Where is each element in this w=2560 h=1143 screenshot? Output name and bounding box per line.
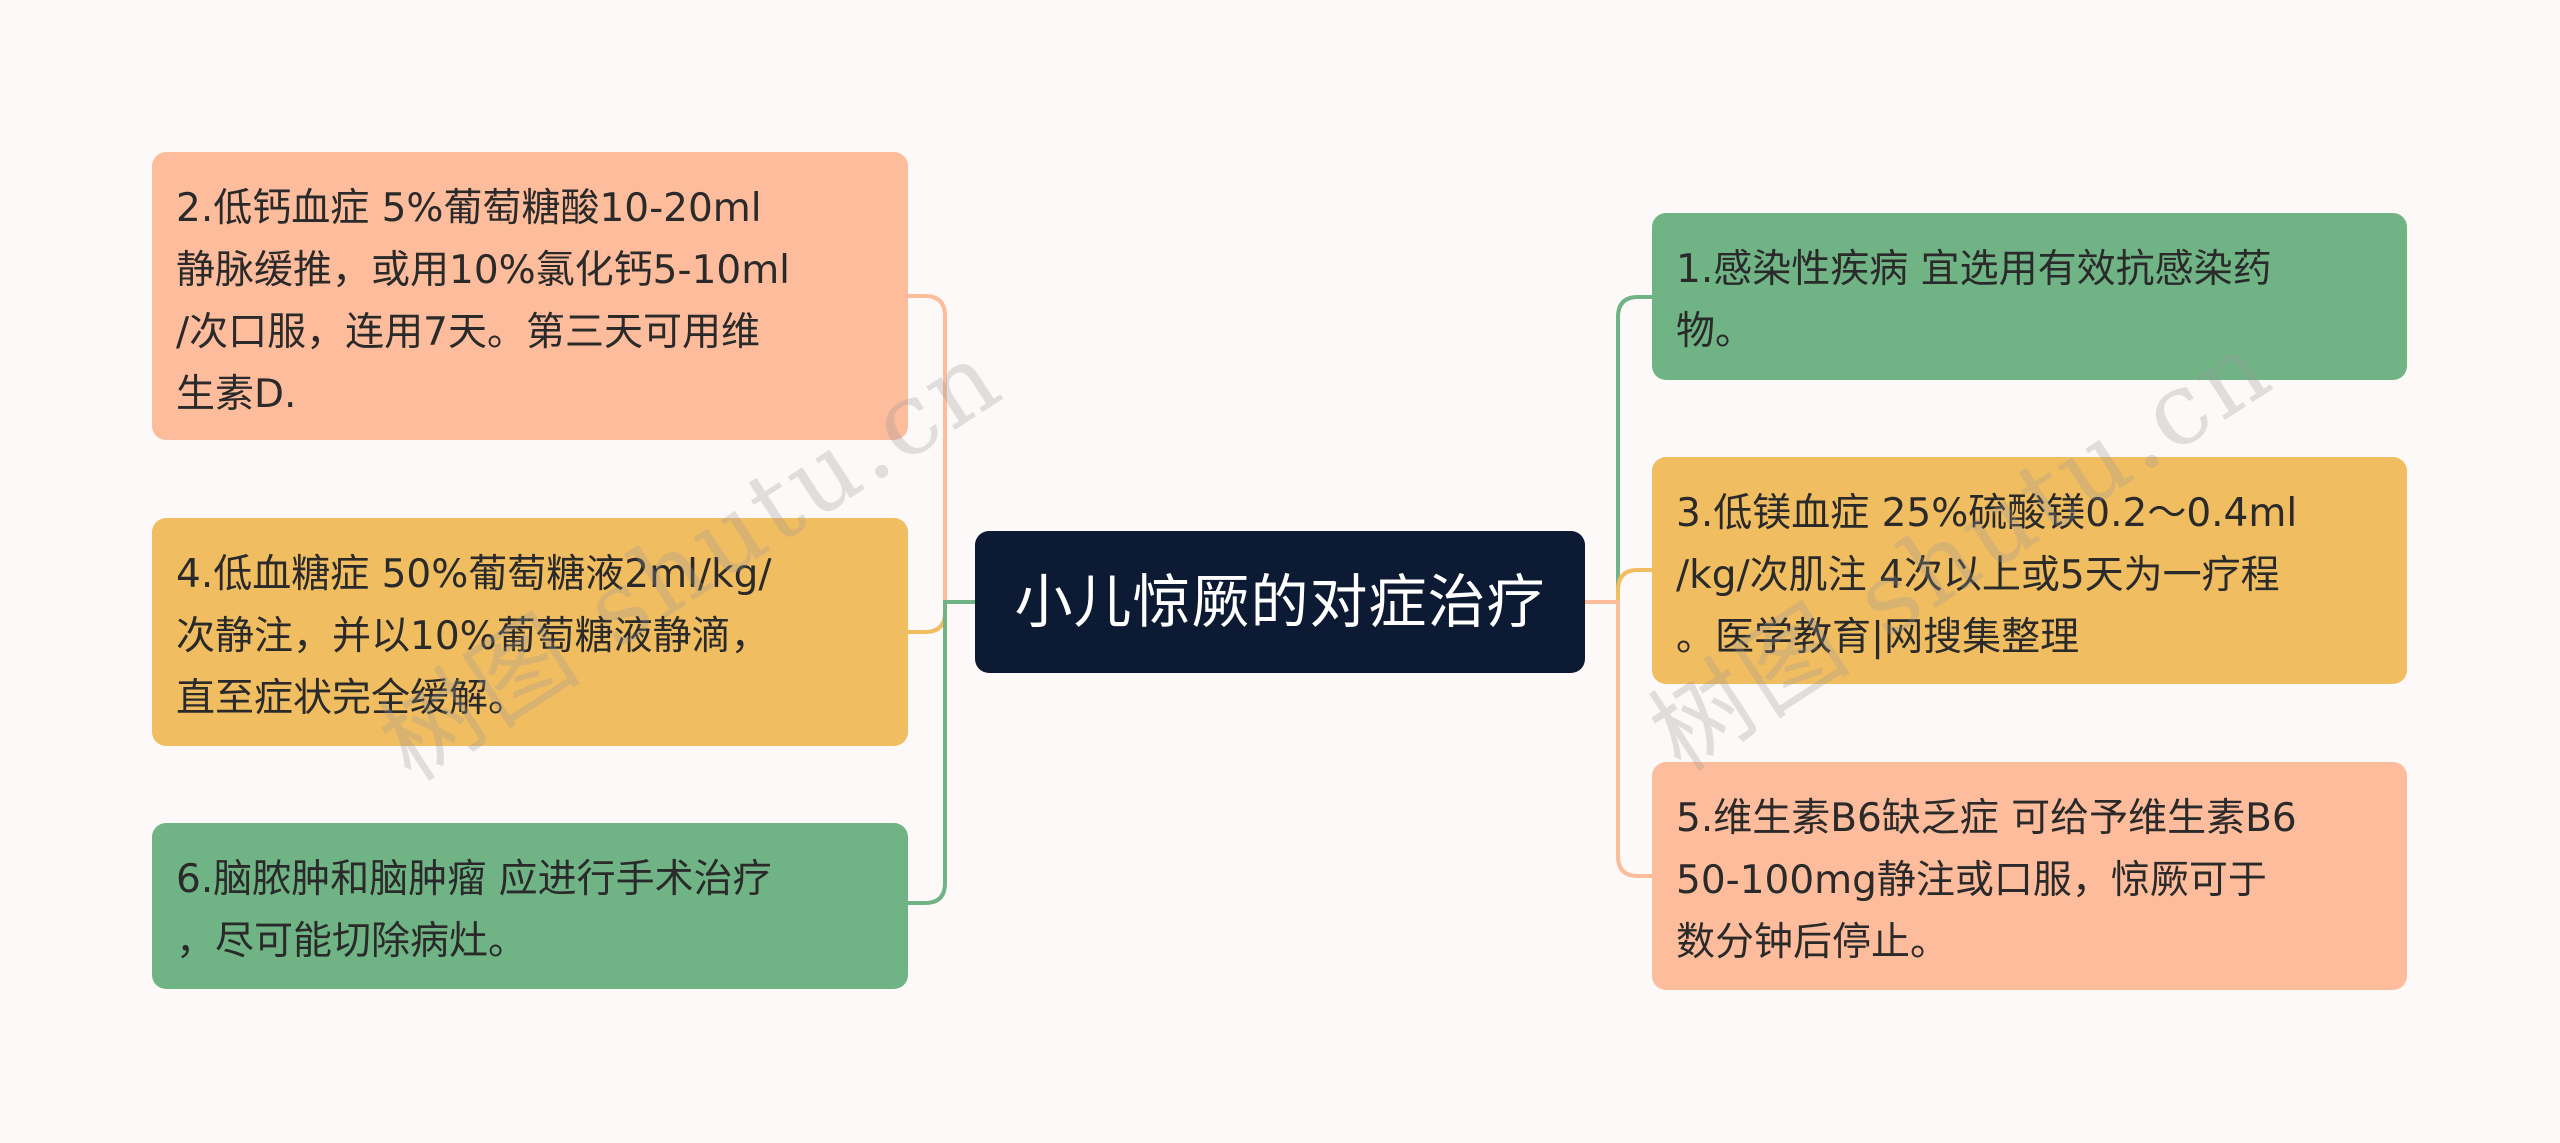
- node-infection[interactable]: 1.感染性疾病 宜选用有效抗感染药 物。: [1652, 213, 2407, 380]
- central-topic[interactable]: 小儿惊厥的对症治疗: [975, 531, 1585, 673]
- connector-right-1: [1585, 295, 1652, 604]
- connector-left-2: [908, 600, 975, 634]
- node-low-magnesium[interactable]: 3.低镁血症 25%硫酸镁0.2～0.4ml /kg/次肌注 4次以上或5天为一…: [1652, 457, 2407, 684]
- node-brain-abscess[interactable]: 6.脑脓肿和脑肿瘤 应进行手术治疗 ，尽可能切除病灶。: [152, 823, 908, 989]
- connector-left-3: [908, 600, 975, 905]
- connector-left-1: [908, 294, 975, 604]
- connector-right-2: [1585, 568, 1652, 604]
- node-low-calcium[interactable]: 2.低钙血症 5%葡萄糖酸10-20ml 静脉缓推，或用10%氯化钙5-10ml…: [152, 152, 908, 440]
- node-hypoglycemia[interactable]: 4.低血糖症 50%葡萄糖液2ml/kg/ 次静注，并以10%葡萄糖液静滴， 直…: [152, 518, 908, 746]
- node-vitamin-b6[interactable]: 5.维生素B6缺乏症 可给予维生素B6 50-100mg静注或口服，惊厥可于 数…: [1652, 762, 2407, 990]
- connector-right-3: [1585, 600, 1652, 878]
